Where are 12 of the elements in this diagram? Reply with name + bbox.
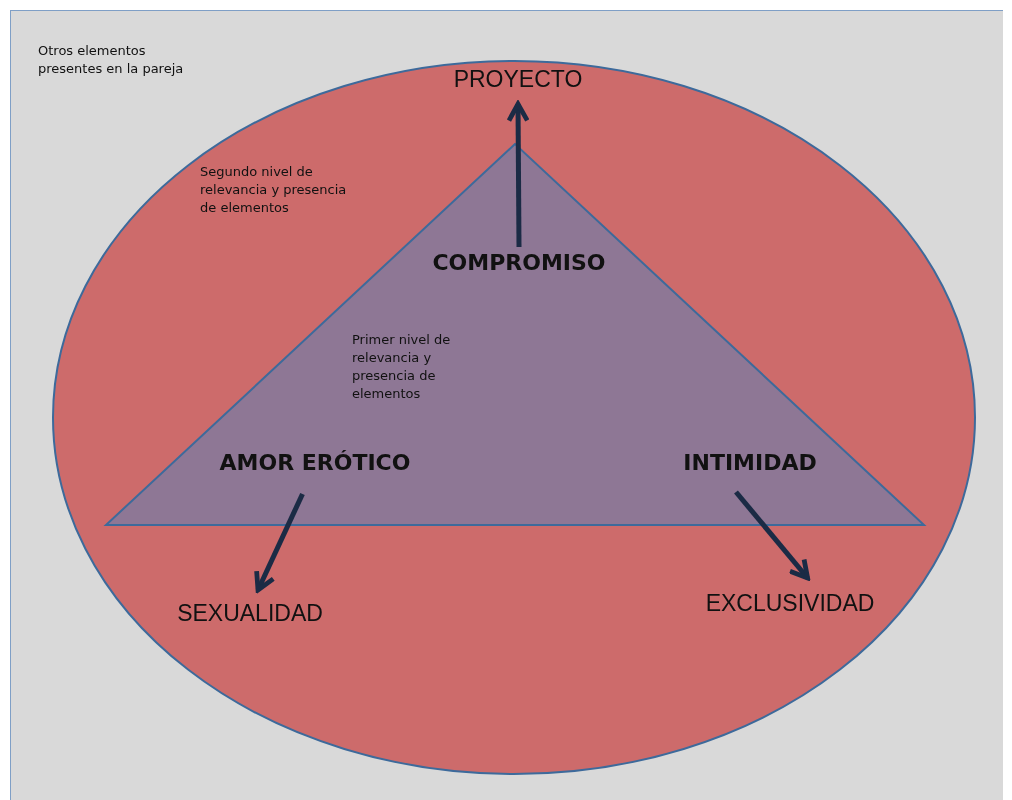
concept-label: INTIMIDAD [682,450,818,475]
concept-label: AMOR ERÓTICO [218,450,412,475]
element-label: EXCLUSIVIDAD [704,590,876,617]
element-label: SEXUALIDAD [176,600,324,627]
concept-label: COMPROMISO [431,250,607,275]
arrow [506,101,530,247]
note-text: Otros elementos presentes en la pareja [38,42,185,78]
level-description: Primer nivel de relevancia y presencia de elementos [352,331,452,403]
arrow [254,492,305,593]
element-label: PROYECTO [452,66,584,93]
level-description: Segundo nivel de relevancia y presencia de elementos [200,163,348,217]
arrow [734,490,810,581]
